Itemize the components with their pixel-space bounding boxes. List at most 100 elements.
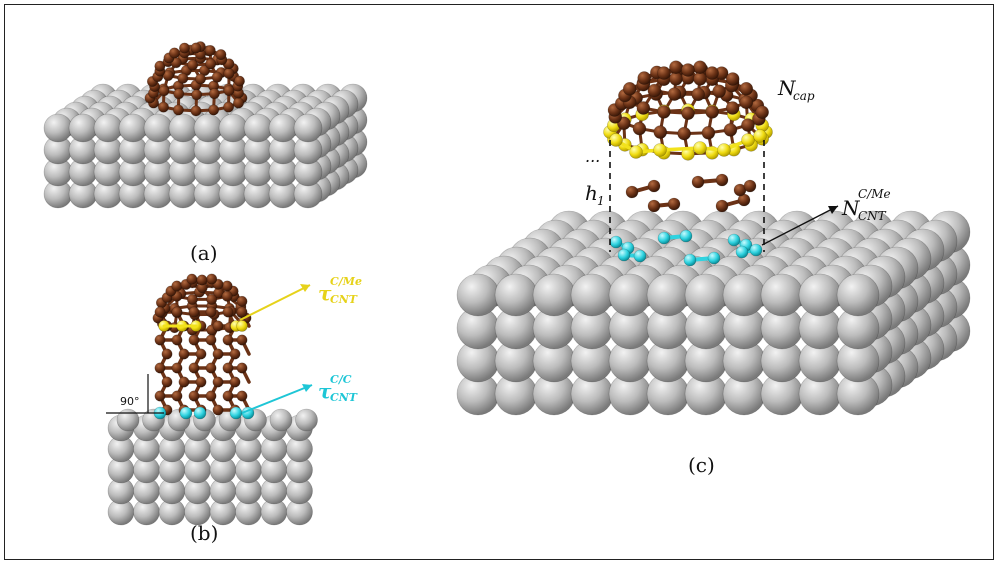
carbon-atom bbox=[705, 66, 719, 80]
carbon-atom bbox=[212, 376, 224, 388]
carbon-atom bbox=[691, 87, 705, 102]
metal-atom bbox=[168, 113, 198, 143]
carbon-atom bbox=[691, 175, 705, 189]
cap-outline-guides bbox=[609, 140, 765, 252]
metal-atom bbox=[532, 273, 576, 317]
panel-a: (a) bbox=[43, 41, 368, 265]
metal-atom bbox=[68, 113, 98, 143]
carbon-atom bbox=[171, 280, 183, 292]
panel-b: 90° τ C/Me CNT τ C/C CNT (b) bbox=[106, 273, 362, 545]
carbon-atom bbox=[743, 179, 757, 193]
metal-atom bbox=[646, 273, 690, 317]
carbon-carbon-interface-atom bbox=[749, 243, 763, 257]
angle-label: 90° bbox=[120, 395, 140, 408]
carbon-atom bbox=[154, 362, 166, 374]
carbon-carbon-interface-atom bbox=[229, 406, 243, 420]
carbon-atom bbox=[669, 72, 683, 86]
carbon-atom bbox=[154, 390, 166, 402]
interface-bond bbox=[658, 146, 702, 152]
carbon-atom bbox=[657, 105, 671, 119]
carbon-atom bbox=[190, 105, 202, 117]
tau-cc-sub: CNT bbox=[330, 391, 358, 404]
carbon-atom bbox=[171, 334, 183, 346]
carbon-atom bbox=[188, 362, 200, 374]
interface-carbon-atoms bbox=[609, 229, 763, 267]
carbon-atom bbox=[171, 362, 183, 374]
carbon-atom bbox=[178, 376, 190, 388]
carbon-atom bbox=[208, 88, 220, 100]
carbon-carbon-interface-atom bbox=[193, 406, 207, 420]
tau-cme-sub: CNT bbox=[330, 293, 358, 306]
carbon-atom bbox=[739, 81, 754, 96]
carbon-atom bbox=[206, 293, 218, 305]
carbon-atom bbox=[647, 83, 662, 98]
carbon-metal-interface-atom bbox=[741, 133, 755, 147]
carbon-metal-interface-atom bbox=[609, 133, 623, 147]
carbon-atom bbox=[236, 306, 248, 318]
carbon-atom bbox=[154, 334, 166, 346]
carbon-atom bbox=[178, 348, 190, 360]
carbon-cap-c bbox=[603, 60, 773, 161]
carbon-atom bbox=[205, 362, 217, 374]
carbon-atom bbox=[723, 123, 738, 137]
ncap-label: N cap bbox=[777, 76, 815, 103]
carbon-atom bbox=[204, 44, 216, 56]
carbon-atom bbox=[233, 75, 245, 87]
carbon-atom bbox=[715, 173, 729, 187]
metal-slab-a bbox=[43, 83, 368, 209]
carbon-atom bbox=[741, 118, 755, 132]
carbon-cap-a bbox=[144, 41, 248, 117]
carbon-atom bbox=[157, 101, 169, 113]
carbon-carbon-interface-atom bbox=[679, 229, 693, 243]
carbon-atom bbox=[208, 104, 220, 116]
carbon-atom bbox=[195, 348, 207, 360]
carbon-atom bbox=[755, 105, 769, 120]
carbon-atom bbox=[715, 199, 729, 213]
carbon-atom bbox=[625, 185, 639, 199]
metal-atom bbox=[836, 273, 880, 317]
ncap-sub: cap bbox=[793, 89, 815, 103]
carbon-metal-interface-atom bbox=[236, 320, 248, 332]
carbon-carbon-interface-atom bbox=[617, 248, 631, 262]
carbon-atom bbox=[212, 404, 224, 416]
carbon-atom bbox=[154, 60, 166, 72]
metal-atom bbox=[116, 408, 140, 432]
metal-slab-c bbox=[456, 210, 971, 416]
metal-atom bbox=[722, 273, 766, 317]
carbon-atom bbox=[222, 390, 234, 402]
carbon-atom bbox=[222, 306, 234, 318]
carbon-atom bbox=[221, 290, 233, 302]
ncnt-annotation: N C/Me CNT bbox=[761, 187, 891, 246]
carbon-atom bbox=[667, 87, 682, 101]
carbon-atom bbox=[221, 280, 233, 292]
carbon-atom bbox=[158, 85, 170, 97]
tau-cc-symbol: τ bbox=[318, 379, 332, 403]
carbon-atom bbox=[236, 362, 248, 374]
carbon-atom bbox=[677, 126, 691, 141]
carbon-nanotube-b bbox=[152, 273, 255, 420]
metal-atom bbox=[93, 113, 123, 143]
carbon-atom bbox=[205, 306, 217, 318]
carbon-carbon-interface-atom bbox=[657, 231, 671, 245]
metal-atom bbox=[269, 408, 293, 432]
tau-cme-symbol: τ bbox=[318, 281, 332, 305]
carbon-carbon-interface-atom bbox=[633, 249, 647, 263]
carbon-atom bbox=[171, 306, 183, 318]
carbon-atom bbox=[657, 66, 671, 80]
carbon-atom bbox=[681, 63, 695, 77]
metal-atom bbox=[293, 113, 323, 143]
carbon-atom bbox=[622, 81, 637, 96]
metal-atom bbox=[608, 273, 652, 317]
metal-atom bbox=[295, 408, 318, 432]
tau-cc-sup: C/C bbox=[330, 373, 352, 386]
carbon-atom bbox=[229, 376, 241, 388]
carbon-carbon-interface-atom bbox=[683, 253, 697, 267]
carbon-atom bbox=[693, 60, 707, 74]
carbon-atom bbox=[211, 71, 223, 83]
carbon-atom bbox=[186, 273, 198, 285]
carbon-atom bbox=[222, 334, 234, 346]
carbon-metal-interface-atom bbox=[717, 143, 731, 157]
carbon-carbon-interface-atom bbox=[707, 251, 721, 265]
carbon-atom bbox=[637, 71, 652, 85]
carbon-atom bbox=[725, 101, 740, 115]
